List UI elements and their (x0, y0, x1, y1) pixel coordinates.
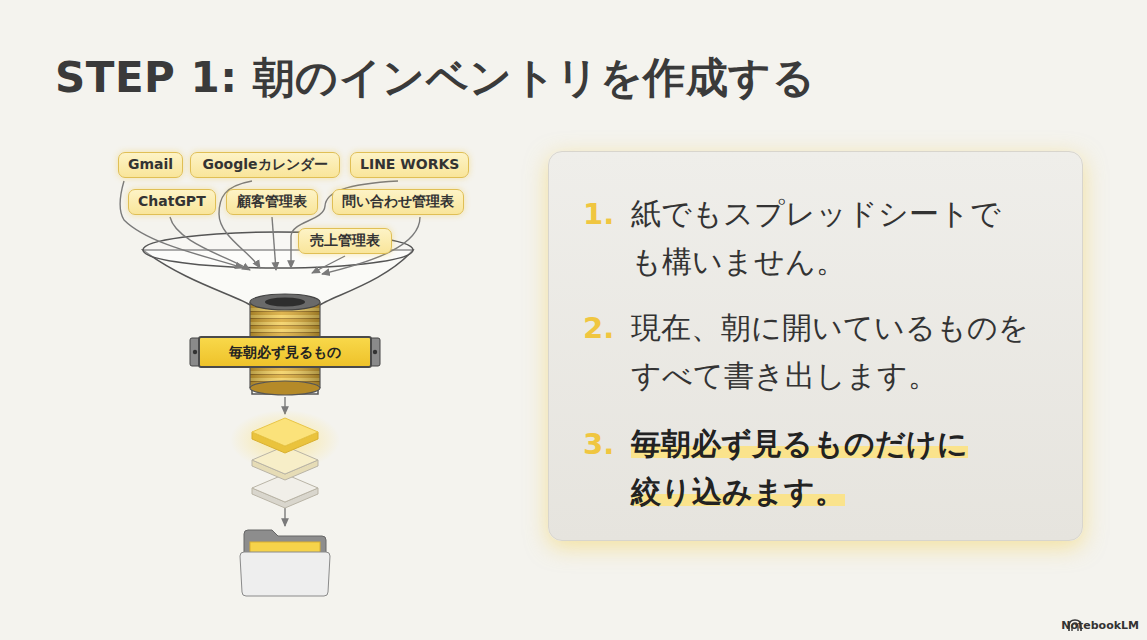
input-arrows-part (170, 217, 250, 270)
step-text: 毎朝必ず見るものだけに絞り込みます。 (631, 426, 968, 509)
tag-label: 顧客管理表 (237, 193, 307, 209)
source-tag: Googleカレンダー (190, 152, 340, 178)
tag-label: LINE WORKS (360, 156, 459, 172)
source-tag: LINE WORKS (350, 152, 469, 178)
tag-label: 問い合わせ管理表 (342, 193, 454, 209)
text-holder: 3. (583, 420, 614, 468)
folder-icon (240, 530, 330, 596)
tag-label: Gmail (128, 156, 173, 172)
step-number: 3. (583, 427, 614, 461)
funnel-part (143, 250, 413, 394)
step-text: 現在、朝に開いているものをすべて書き出します。 (631, 310, 1029, 393)
layer-stack-part (252, 418, 318, 446)
step-number: 1. (583, 197, 614, 231)
filter-cylinder-part (250, 294, 320, 310)
input-arrows-part (272, 217, 276, 270)
text-holder: 紙でもスプレッドシートでも構いません。 (631, 190, 1031, 286)
filter-cylinder-part (265, 298, 305, 307)
filter-cylinder-part (250, 381, 320, 395)
filter-band: 毎朝必ず見るもの (198, 336, 372, 368)
tag-label: ChatGPT (138, 193, 206, 209)
slide-title: STEP 1: 朝のインベントリを作成する (55, 50, 815, 106)
step-number: 2. (583, 311, 614, 345)
text-holder: 1. (583, 190, 614, 238)
watermark: NotebookLM (1061, 619, 1139, 632)
source-tag: 売上管理表 (298, 228, 392, 254)
output-arrows-part (284, 508, 285, 526)
layer-stack (230, 410, 340, 508)
source-tag: Gmail (118, 152, 183, 178)
step-text: 紙でもスプレッドシートでも構いません。 (631, 196, 1001, 279)
source-tag: 顧客管理表 (226, 189, 318, 215)
filter-label: 毎朝必ず見るもの (229, 344, 341, 360)
text-holder: 毎朝必ず見るものだけに絞り込みます。 (631, 420, 976, 516)
funnel (143, 232, 413, 394)
source-tag: 問い合わせ管理表 (332, 189, 464, 215)
steps-panel: 1. 紙でもスプレッドシートでも構いません。 2. 現在、朝に開いているものをすべて書… (548, 151, 1083, 541)
source-tag: ChatGPT (128, 189, 216, 215)
band-end-caps-part (373, 350, 377, 354)
band-end-caps-part (193, 350, 197, 354)
tag-label: 売上管理表 (310, 232, 380, 248)
folder-icon-part (240, 552, 330, 596)
text-holder: 現在、朝に開いているものをすべて書き出します。 (631, 304, 1031, 400)
text-holder: 2. (583, 304, 614, 352)
tag-label: Googleカレンダー (202, 156, 327, 172)
input-arrows-part (312, 256, 345, 273)
